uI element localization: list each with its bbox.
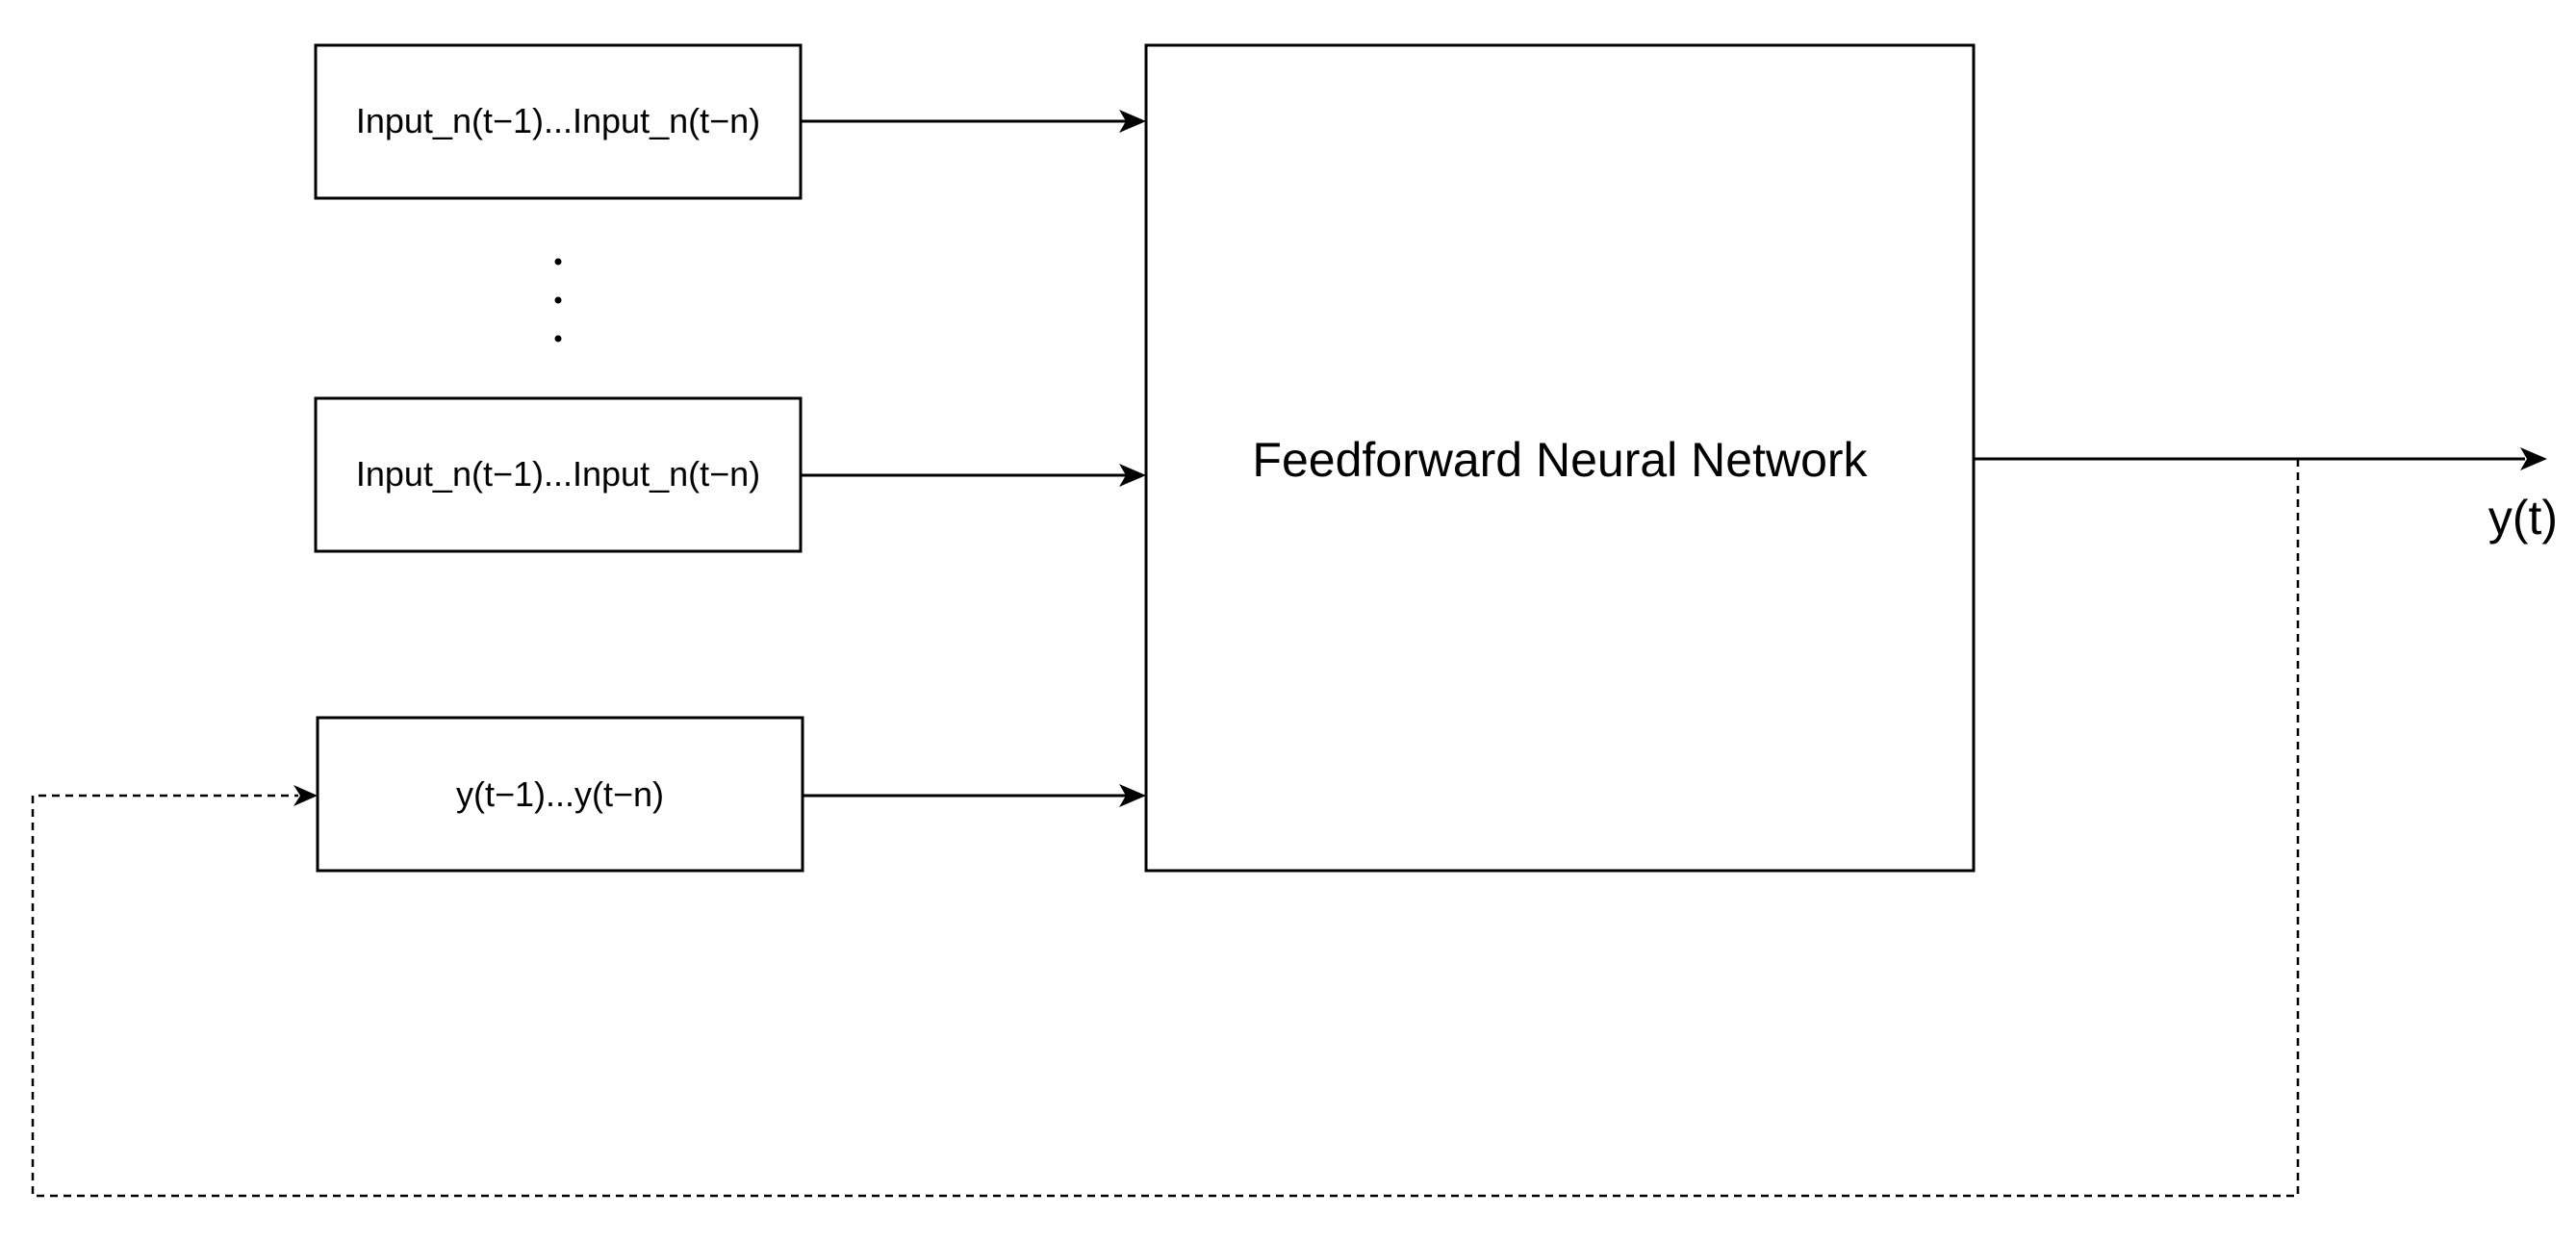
node-input-bottom-box <box>314 396 803 553</box>
node-y-history: y(t−1)...y(t−n) <box>316 716 804 873</box>
vertical-ellipsis <box>554 258 562 342</box>
edge-feedback-line <box>31 459 2300 1198</box>
node-network-label: Feedforward Neural Network <box>1252 433 1868 487</box>
edge-input-bottom-to-network <box>801 464 1146 487</box>
edge-input-top-to-network <box>801 110 1146 133</box>
node-input-top-box <box>314 43 803 200</box>
node-input-top-label: Input_n(t−1)...Input_n(t−n) <box>356 101 760 140</box>
edge-network-to-output <box>1974 447 2547 470</box>
node-y-history-box <box>316 716 804 873</box>
edge-y-history-to-network <box>803 784 1146 807</box>
node-network-box <box>1144 43 1976 873</box>
ellipsis-dot-2 <box>554 296 562 304</box>
edge-y-history-arrowhead <box>1119 784 1146 807</box>
node-y-history-label: y(t−1)...y(t−n) <box>456 774 664 814</box>
output-label: y(t) <box>2488 491 2558 545</box>
node-input-top: Input_n(t−1)...Input_n(t−n) <box>314 43 803 200</box>
node-input-bottom: Input_n(t−1)...Input_n(t−n) <box>314 396 803 553</box>
node-input-bottom-label: Input_n(t−1)...Input_n(t−n) <box>356 454 760 494</box>
edge-input-top-arrowhead <box>1119 110 1146 133</box>
ellipsis-dot-3 <box>554 335 562 342</box>
edge-input-bottom-arrowhead <box>1119 464 1146 487</box>
node-network: Feedforward Neural Network <box>1144 43 1976 873</box>
edge-feedback-arrowhead <box>293 785 318 806</box>
ellipsis-dot-1 <box>554 258 562 266</box>
edge-feedback-loop <box>31 459 2300 1198</box>
edge-output-arrowhead <box>2520 447 2547 470</box>
